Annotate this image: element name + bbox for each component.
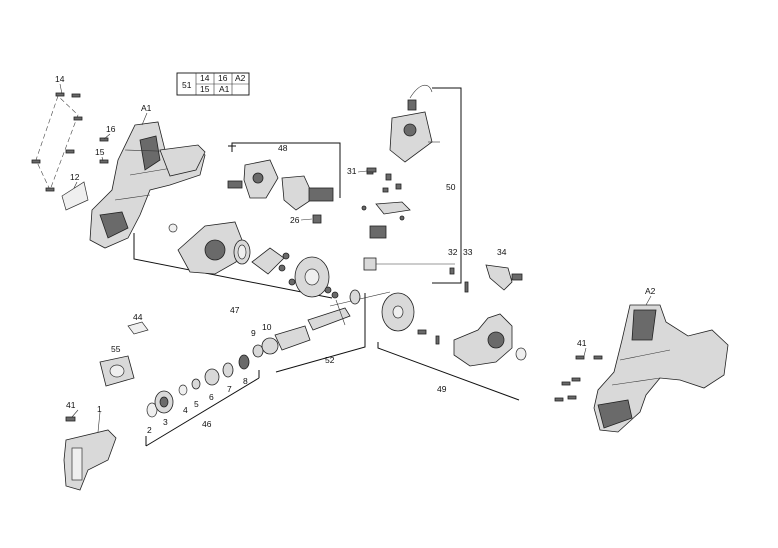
table-cell: A2 <box>235 73 246 83</box>
callout-label: 31 <box>347 166 357 176</box>
spindle-assembly-52 <box>274 289 391 373</box>
callout-label: 12 <box>70 172 80 182</box>
callout-label: 8 <box>243 376 248 386</box>
table-cell: 15 <box>200 84 210 94</box>
callout-label: 3 <box>163 417 168 427</box>
callout-label: 41 <box>66 400 76 410</box>
reference-table: 51 14 16 A2 15 A1 <box>176 72 250 96</box>
motor-assembly-50 <box>361 84 462 284</box>
gear-assembly-49 <box>377 292 527 401</box>
label-plate <box>61 181 89 211</box>
callout-label: 46 <box>202 419 212 429</box>
callout-label: 33 <box>463 247 473 257</box>
callout-label: 4 <box>183 405 188 415</box>
switch-assembly-48 <box>227 142 341 224</box>
screw-set <box>554 355 603 402</box>
callout-label: 9 <box>251 328 256 338</box>
callout-label: 34 <box>497 247 507 257</box>
callout-label: 1 <box>97 404 102 414</box>
screw-31 <box>366 167 377 173</box>
callout-label: 2 <box>147 425 152 435</box>
callout-label: A2 <box>645 286 656 296</box>
callout-label: 5 <box>194 399 199 409</box>
callout-label: 47 <box>230 305 240 315</box>
housing-half-a1 <box>31 92 206 249</box>
callout-label: 14 <box>55 74 65 84</box>
callout-label: 16 <box>106 124 116 134</box>
table-cell: 16 <box>218 73 228 83</box>
table-header: 51 <box>182 80 192 90</box>
callout-label: 48 <box>278 143 288 153</box>
pad-55 <box>99 355 135 387</box>
bearing-stack-46 <box>145 337 279 447</box>
screw-set <box>31 92 109 192</box>
gear-housing-47 <box>133 221 333 299</box>
callout-label: 7 <box>227 384 232 394</box>
parts-32-33-34 <box>449 264 523 293</box>
callout-label: 41 <box>577 338 587 348</box>
table-cell: 14 <box>200 73 210 83</box>
label-44 <box>127 321 149 335</box>
housing-half-a2 <box>554 304 729 433</box>
callout-label: 26 <box>290 215 300 225</box>
callout-label: 44 <box>133 312 143 322</box>
callout-label: 55 <box>111 344 121 354</box>
callout-label: 32 <box>448 247 458 257</box>
shoe-1 <box>63 416 117 491</box>
callout-label: 49 <box>437 384 447 394</box>
callout-label: 6 <box>209 392 214 402</box>
table-cell: A1 <box>219 84 230 94</box>
callout-label: 15 <box>95 147 105 157</box>
callout-label: 50 <box>446 182 456 192</box>
callout-label: 10 <box>262 322 272 332</box>
callout-labels: 14 16 15 12 A1 48 26 31 50 32 33 34 A2 4… <box>55 74 656 435</box>
leader-lines <box>59 83 652 433</box>
callout-label: A1 <box>141 103 152 113</box>
callout-label: 52 <box>325 355 335 365</box>
